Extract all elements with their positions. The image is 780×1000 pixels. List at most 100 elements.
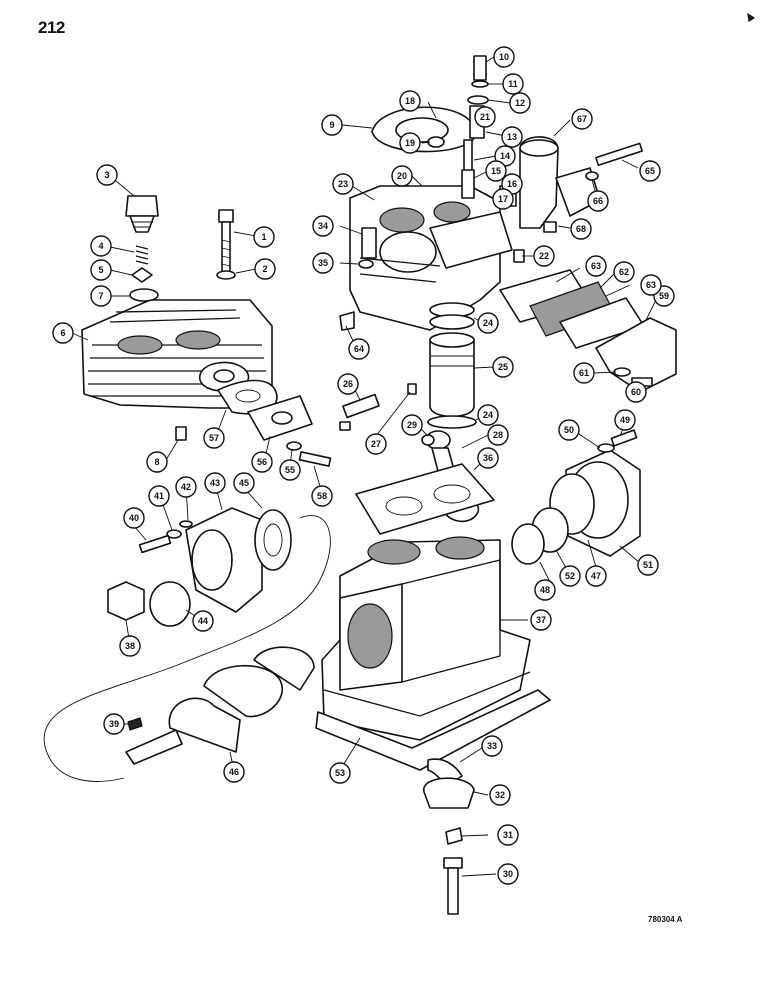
callout-label: 34 xyxy=(318,221,328,231)
callout-65: 65 xyxy=(639,160,661,182)
callout-label: 16 xyxy=(507,179,517,189)
callout-30: 30 xyxy=(497,863,519,885)
callout-55: 55 xyxy=(279,459,301,481)
callout-22: 22 xyxy=(533,245,555,267)
callout-label: 41 xyxy=(154,491,164,501)
callout-50: 50 xyxy=(558,419,580,441)
callout-label: 14 xyxy=(500,151,510,161)
callout-label: 4 xyxy=(98,241,103,251)
callout-label: 13 xyxy=(507,132,517,142)
callout-label: 3 xyxy=(104,170,109,180)
callout-14: 14 xyxy=(494,145,516,167)
callout-34: 34 xyxy=(312,215,334,237)
callout-label: 37 xyxy=(536,615,546,625)
callout-60: 60 xyxy=(625,381,647,403)
callout-label: 31 xyxy=(503,830,513,840)
callout-label: 40 xyxy=(129,513,139,523)
callout-12: 12 xyxy=(509,92,531,114)
callout-44: 44 xyxy=(192,610,214,632)
washer-41 xyxy=(166,529,182,539)
valve-19 xyxy=(427,136,445,148)
figure-code: 780304 A xyxy=(648,915,683,924)
bushing-29 xyxy=(421,434,435,446)
washer-61 xyxy=(613,367,631,377)
callout-42: 42 xyxy=(175,476,197,498)
callout-57: 57 xyxy=(203,427,225,449)
callout-35: 35 xyxy=(312,252,334,274)
callout-label: 66 xyxy=(593,196,603,206)
callout-label: 56 xyxy=(257,457,267,467)
callout-11: 11 xyxy=(502,73,524,95)
callout-29: 29 xyxy=(401,414,423,436)
callout-label: 60 xyxy=(631,387,641,397)
screw-34 xyxy=(361,227,377,259)
fitting-68 xyxy=(543,221,557,233)
callout-8: 8 xyxy=(146,451,168,473)
assembly-path xyxy=(43,515,331,782)
callout-2: 2 xyxy=(254,258,276,280)
callout-33: 33 xyxy=(481,735,503,757)
callout-15: 15 xyxy=(485,160,507,182)
callout-label: 5 xyxy=(98,265,103,275)
callout-label: 43 xyxy=(210,478,220,488)
callout-label: 58 xyxy=(317,491,327,501)
disc-11 xyxy=(471,80,489,88)
callout-label: 42 xyxy=(181,482,191,492)
bearing-cap-43 xyxy=(185,507,263,613)
callout-label: 10 xyxy=(499,52,509,62)
callout-label: 44 xyxy=(198,616,208,626)
valve-disc-5 xyxy=(131,267,153,283)
screw-49 xyxy=(610,429,638,447)
callout-label: 49 xyxy=(620,415,630,425)
piston-pin-26 xyxy=(342,393,380,419)
callout-label: 20 xyxy=(397,171,407,181)
piston-25 xyxy=(427,302,477,429)
callout-64: 64 xyxy=(348,338,370,360)
callout-label: 24 xyxy=(483,318,493,328)
callout-9: 9 xyxy=(321,114,343,136)
page-number: 212 xyxy=(38,18,65,37)
callout-label: 28 xyxy=(493,430,503,440)
callout-18: 18 xyxy=(399,90,421,112)
callout-label: 65 xyxy=(645,166,655,176)
callout-label: 57 xyxy=(209,433,219,443)
callout-label: 26 xyxy=(343,379,353,389)
callout-label: 47 xyxy=(591,571,601,581)
stud-58 xyxy=(298,451,332,467)
callout-label: 50 xyxy=(564,425,574,435)
callout-5: 5 xyxy=(90,259,112,281)
callout-label: 25 xyxy=(498,362,508,372)
callout-7: 7 xyxy=(90,285,112,307)
callout-37: 37 xyxy=(530,609,552,631)
retainer-27b xyxy=(339,421,351,431)
callout-label: 12 xyxy=(515,98,525,108)
callout-21: 21 xyxy=(474,106,496,128)
callout-label: 38 xyxy=(125,641,135,651)
callout-41: 41 xyxy=(148,485,170,507)
callout-19: 19 xyxy=(399,132,421,154)
corner-mark xyxy=(747,12,756,22)
crankcase-37 xyxy=(321,536,531,741)
callout-40: 40 xyxy=(123,507,145,529)
callout-16: 16 xyxy=(501,173,523,195)
callout-label: 33 xyxy=(487,741,497,751)
callout-24a: 24 xyxy=(477,312,499,334)
callout-label: 46 xyxy=(229,767,239,777)
callout-10: 10 xyxy=(493,46,515,68)
washer-50 xyxy=(597,443,615,453)
valve-seat-7 xyxy=(129,288,159,302)
callout-label: 53 xyxy=(335,768,345,778)
callout-label: 22 xyxy=(539,251,549,261)
callout-6: 6 xyxy=(52,322,74,344)
callout-27: 27 xyxy=(365,433,387,455)
callout-label: 1 xyxy=(261,232,266,242)
callout-13: 13 xyxy=(501,126,523,148)
cylinder-head xyxy=(81,299,273,409)
callout-label: 52 xyxy=(565,571,575,581)
plug-64 xyxy=(339,311,355,331)
callout-label: 63 xyxy=(646,280,656,290)
cap-bolt-30 xyxy=(443,857,463,915)
ring-48 xyxy=(511,523,545,565)
retainer-27 xyxy=(407,383,417,395)
